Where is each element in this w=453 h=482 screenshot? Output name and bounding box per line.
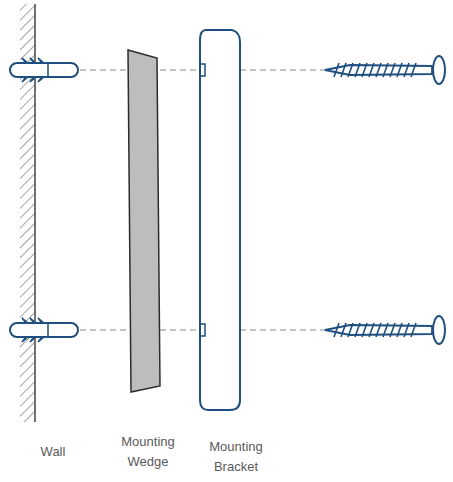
- mounting-bracket: [200, 30, 240, 410]
- screw: [325, 316, 445, 344]
- part-label: Wall: [28, 442, 78, 462]
- wall-plugs: [10, 58, 78, 342]
- screws: [325, 56, 445, 344]
- screw: [325, 56, 445, 84]
- mounting-wedge: [128, 50, 160, 392]
- part-label: Mounting Wedge: [115, 432, 181, 472]
- wall-plug: [10, 58, 78, 82]
- part-label: Mounting Bracket: [203, 437, 269, 477]
- wall-plug: [10, 318, 78, 342]
